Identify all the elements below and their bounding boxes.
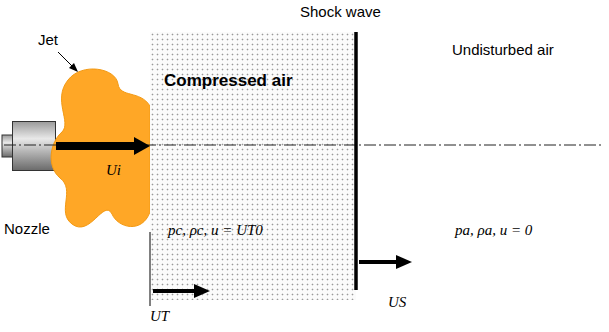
state-values: pc, ρc, u = UT0	[168, 222, 263, 239]
shock-label: Shock wave	[300, 4, 381, 21]
shock-arrow	[359, 260, 398, 264]
interface-arrow	[153, 289, 196, 293]
shock-arrowhead	[396, 255, 412, 269]
jet-velocity: Ui	[106, 162, 121, 179]
jet-label: Jet	[38, 32, 58, 49]
undisturbed-label: Undisturbed air	[452, 42, 554, 59]
flow-arrow	[56, 137, 150, 155]
nozzle-body: Nozzle	[12, 121, 56, 171]
interface-arrowhead	[194, 284, 210, 298]
shock-front	[354, 32, 358, 290]
compressed-air-region: Compressed air pc, ρc, u = UT0	[150, 32, 356, 300]
ambient-state: pa, ρa, u = 0	[455, 222, 532, 239]
region-title: Compressed air	[164, 72, 293, 91]
interface-velocity: UT	[150, 308, 169, 325]
axis-line	[4, 145, 604, 146]
nozzle-label: Nozzle	[4, 221, 50, 238]
nozzle-shape	[12, 121, 56, 171]
shock-velocity: US	[388, 294, 406, 311]
jet-leader-head	[69, 63, 78, 72]
interface-line	[150, 232, 151, 306]
